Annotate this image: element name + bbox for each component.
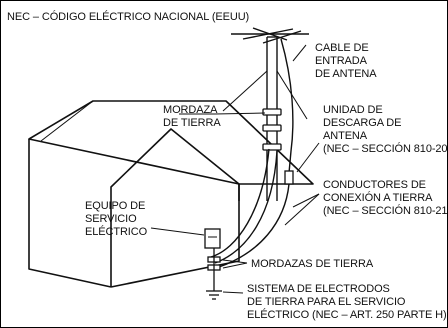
svg-text:(NEC – SECCIÓN 810-20): (NEC – SECCIÓN 810-20)	[323, 142, 447, 155]
label-mordaza-de-tierra: MORDAZA DE TIERRA	[163, 104, 221, 129]
svg-text:UNIDAD DE: UNIDAD DE	[323, 104, 383, 116]
diagram-title: NEC – CÓDIGO ELÉCTRICO NACIONAL (EEUU)	[7, 10, 249, 23]
grounding-conductors	[210, 148, 290, 268]
svg-text:DESCARGA DE: DESCARGA DE	[323, 117, 401, 129]
bottom-ground-clamps	[207, 248, 221, 291]
antenna-discharge-unit	[284, 170, 294, 185]
svg-text:SERVICIO: SERVICIO	[85, 213, 137, 225]
svg-text:CABLE DE: CABLE DE	[315, 42, 369, 54]
svg-text:CONEXIÓN A TIERRA: CONEXIÓN A TIERRA	[323, 191, 433, 204]
svg-text:ANTENA: ANTENA	[323, 130, 368, 142]
leader-lines	[150, 44, 320, 294]
house-front-wall	[110, 184, 240, 288]
roof	[28, 100, 314, 185]
svg-text:EQUIPO DE: EQUIPO DE	[85, 200, 145, 212]
svg-text:DE TIERRA PARA EL SERVICIO: DE TIERRA PARA EL SERVICIO	[247, 296, 406, 308]
svg-text:DE ANTENA: DE ANTENA	[315, 68, 377, 80]
svg-text:CONDUCTORES DE: CONDUCTORES DE	[323, 179, 426, 191]
label-mordazas-de-tierra: MORDAZAS DE TIERRA	[251, 258, 374, 270]
svg-text:SISTEMA DE ELECTRODOS: SISTEMA DE ELECTRODOS	[247, 283, 390, 295]
svg-text:ELÉCTRICO: ELÉCTRICO	[85, 225, 148, 238]
svg-text:MORDAZA: MORDAZA	[163, 104, 218, 116]
antenna-lead-in-cable	[280, 38, 294, 174]
house-side-wall	[28, 139, 112, 288]
label-cable-de-entrada: CABLE DE ENTRADA DE ANTENA	[315, 42, 377, 80]
svg-text:(NEC – SECCIÓN 810-21): (NEC – SECCIÓN 810-21)	[323, 204, 447, 217]
mast-ground-clamps	[262, 108, 282, 151]
svg-text:DE TIERRA: DE TIERRA	[163, 117, 221, 129]
electric-service-box	[204, 228, 221, 249]
svg-text:ENTRADA: ENTRADA	[315, 55, 368, 67]
svg-text:ELÉCTRICO (NEC – ART. 250 PART: ELÉCTRICO (NEC – ART. 250 PARTE H)	[247, 308, 447, 321]
grounding-electrode-symbol	[206, 290, 222, 300]
label-sistema-de-electrodos: SISTEMA DE ELECTRODOS DE TIERRA PARA EL …	[247, 283, 447, 321]
label-equipo-de-servicio: EQUIPO DE SERVICIO ELÉCTRICO	[85, 200, 148, 238]
label-conductores-de-conexion: CONDUCTORES DE CONEXIÓN A TIERRA (NEC – …	[323, 179, 447, 217]
antenna-mast	[266, 37, 278, 201]
antenna	[222, 27, 309, 201]
house	[28, 100, 314, 288]
label-unidad-de-descarga: UNIDAD DE DESCARGA DE ANTENA (NEC – SECC…	[323, 104, 447, 155]
svg-text:MORDAZAS DE TIERRA: MORDAZAS DE TIERRA	[251, 258, 374, 270]
